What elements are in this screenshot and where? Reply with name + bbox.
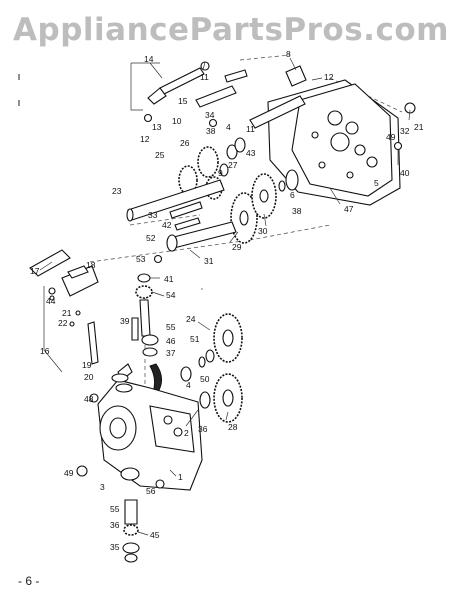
- callout-38: 38: [206, 126, 216, 136]
- callout-20: 20: [84, 372, 94, 382]
- callout-34: 34: [205, 110, 215, 120]
- callout-44: 44: [46, 296, 56, 306]
- callout-35: 35: [110, 542, 120, 552]
- callout-37: 37: [166, 348, 176, 358]
- callout-30: 30: [258, 226, 268, 236]
- callout-13: 13: [152, 122, 162, 132]
- callout-49: 49: [386, 132, 396, 142]
- callout-43: 43: [246, 148, 256, 158]
- lever-assembly: [29, 249, 99, 373]
- upper-shaft-assembly: [130, 61, 248, 123]
- callout-25: 25: [155, 150, 165, 160]
- callout-16: 16: [40, 346, 50, 356]
- callout-31: 31: [204, 256, 214, 266]
- callout-51: 51: [190, 334, 200, 344]
- callout-14: 14: [144, 54, 154, 64]
- callout-46: 46: [166, 336, 176, 346]
- callout-8: 8: [286, 49, 291, 59]
- callout-2: 2: [184, 428, 189, 438]
- callout-55b: 55: [110, 504, 120, 514]
- callout-4b: 4: [186, 380, 191, 390]
- callout-55: 55: [166, 322, 176, 332]
- callout-40: 40: [400, 168, 410, 178]
- callout-47: 47: [344, 204, 354, 214]
- main-housing: [76, 363, 203, 491]
- callout-21: 21: [414, 122, 424, 132]
- callout-49b: 49: [64, 468, 74, 478]
- callout-53: 53: [136, 254, 146, 264]
- callout-5: 5: [374, 178, 379, 188]
- callout-6: 6: [290, 190, 295, 200]
- callout-28: 28: [228, 422, 238, 432]
- callout-29: 29: [232, 242, 242, 252]
- callout-11b: 11: [246, 124, 255, 134]
- callout-26: 26: [180, 138, 190, 148]
- callout-22: 22: [58, 318, 68, 328]
- callout-3: 3: [100, 482, 105, 492]
- callout-labels: 14 11 8 12 15 34 10 11 13 12 38 4 32 21 …: [30, 49, 424, 552]
- callout-11: 11: [200, 72, 209, 82]
- callout-42: 42: [162, 220, 172, 230]
- callout-18: 18: [86, 260, 96, 270]
- countershaft-gears: [153, 169, 299, 264]
- callout-10: 10: [172, 116, 182, 126]
- callout-48: 48: [84, 394, 94, 404]
- callout-38b: 38: [292, 206, 302, 216]
- callout-50: 50: [200, 374, 210, 384]
- callout-39: 39: [120, 316, 130, 326]
- callout-33: 33: [148, 210, 158, 220]
- bottom-shaft-stack: [122, 499, 140, 563]
- watermark: AppliancePartsPros.com: [13, 12, 449, 48]
- page-number: - 6 -: [18, 574, 40, 588]
- callout-45: 45: [150, 530, 160, 540]
- callout-24: 24: [186, 314, 196, 324]
- callout-12: 12: [324, 72, 334, 82]
- callout-36: 36: [198, 424, 208, 434]
- callout-54: 54: [166, 290, 176, 300]
- callout-23: 23: [112, 186, 122, 196]
- callout-15: 15: [178, 96, 188, 106]
- callout-52: 52: [146, 233, 156, 243]
- callout-17: 17: [30, 266, 40, 276]
- callout-1: 1: [178, 472, 183, 482]
- callout-9: 9: [218, 168, 223, 178]
- callout-19: 19: [82, 360, 92, 370]
- callout-27: 27: [228, 160, 238, 170]
- callout-56: 56: [146, 486, 156, 496]
- callout-12b: 12: [140, 134, 150, 144]
- callout-21b: 21: [62, 308, 72, 318]
- side-cover: [249, 65, 416, 206]
- leader-lines: [39, 57, 411, 536]
- callout-41: 41: [164, 274, 174, 284]
- callout-4: 4: [226, 122, 231, 132]
- upper-gear-cluster: [126, 118, 246, 222]
- callout-36b: 36: [110, 520, 120, 530]
- callout-32: 32: [400, 126, 410, 136]
